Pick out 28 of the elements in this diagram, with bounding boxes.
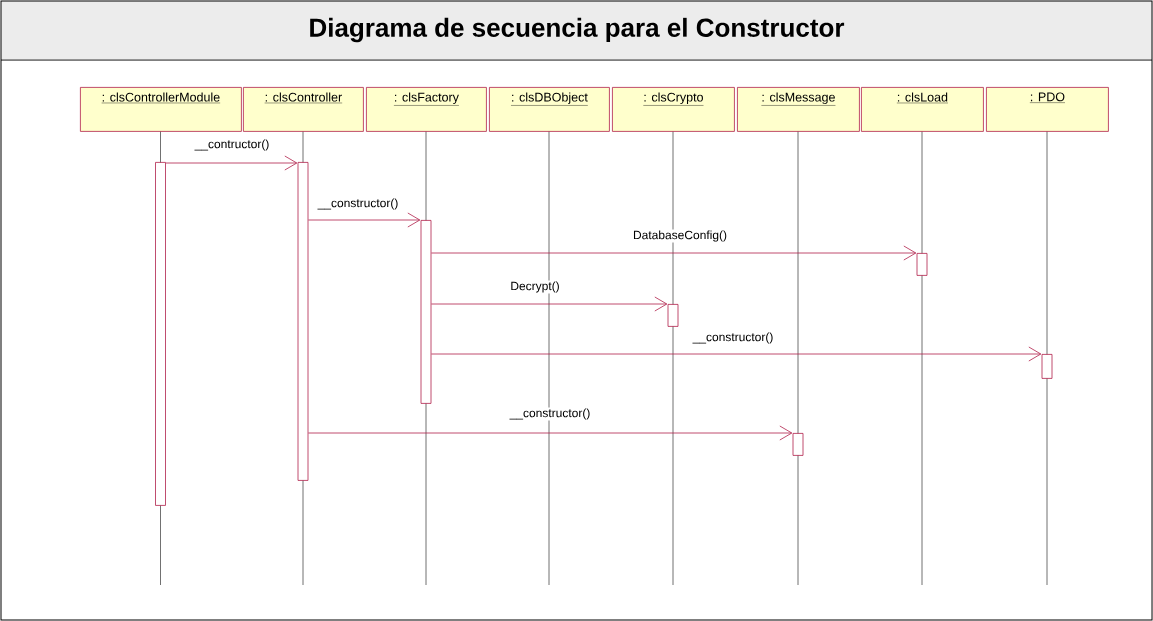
title: Diagrama de secuencia para el Constructor: [310, 17, 845, 43]
object-box: : clsLoad: [861, 87, 984, 132]
activation-bar: [420, 220, 432, 404]
object-box: : PDO: [986, 87, 1109, 132]
activation-bar: [916, 253, 928, 276]
message-label: __contructor(): [193, 138, 271, 152]
message-label: Decrypt(): [509, 280, 561, 294]
activation-bar: [155, 162, 166, 506]
object-box: : clsMessage: [737, 87, 860, 132]
message-arrow: [165, 155, 298, 171]
message-label: __constructor(): [508, 407, 592, 421]
activation-bar: [667, 304, 679, 327]
activation-bar: [792, 433, 804, 456]
object-box: : clsCrypto: [612, 87, 735, 132]
object-box: : clsController: [243, 87, 364, 132]
message-label: DatabaseConfig(): [632, 229, 729, 243]
message-arrow: [431, 245, 917, 261]
activation-bar: [1041, 354, 1053, 379]
message-arrow: [431, 296, 668, 312]
message-arrow: [431, 346, 1042, 362]
message-arrow: [308, 425, 793, 441]
object-box: : clsControllerModule: [80, 87, 242, 132]
activation-bar: [297, 162, 309, 481]
object-box: : clsDBObject: [489, 87, 610, 132]
message-arrow: [308, 212, 421, 228]
message-label: __constructor(): [691, 331, 775, 345]
object-box: : clsFactory: [366, 87, 487, 132]
message-label: __constructor(): [316, 197, 400, 211]
